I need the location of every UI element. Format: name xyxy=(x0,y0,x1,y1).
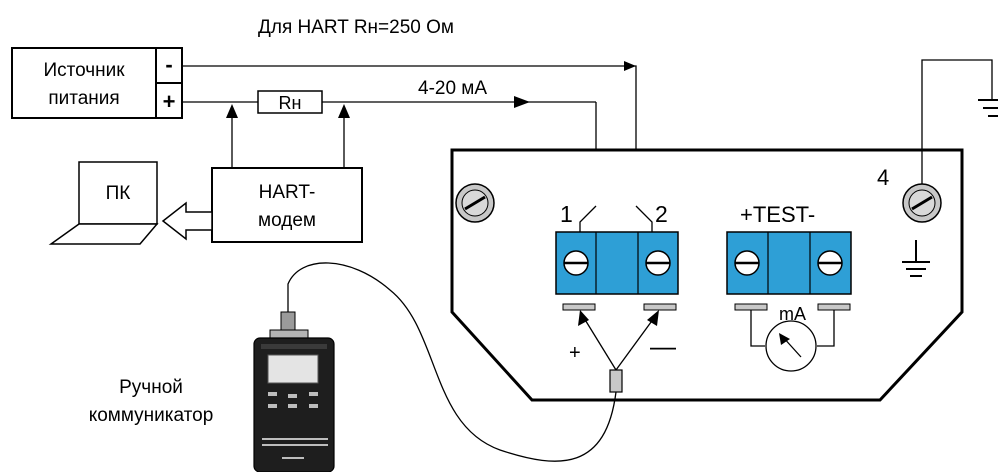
resistor-label: Rн xyxy=(279,93,302,113)
terminal-block-main xyxy=(555,231,679,295)
test-point-plus xyxy=(562,303,596,311)
housing-screw-ground xyxy=(902,183,942,223)
terminal-4-label: 4 xyxy=(877,165,889,190)
laptop-icon: ПК xyxy=(48,161,159,245)
modem-label-1: HART- xyxy=(259,182,316,203)
communicator-label-1: Ручной xyxy=(119,377,183,398)
housing-screw-left xyxy=(455,183,495,223)
ammeter xyxy=(750,310,835,372)
modem-to-pc-arrow xyxy=(161,201,213,241)
terminal-1-screw xyxy=(563,250,589,276)
probe-plus-label: + xyxy=(569,342,581,364)
external-ground xyxy=(921,59,998,184)
minus-sign: - xyxy=(165,52,172,77)
terminal-2-label: 2 xyxy=(655,201,668,227)
test-label: +TEST- xyxy=(740,202,815,227)
plus-terminal xyxy=(155,82,183,119)
plus-sign: + xyxy=(163,89,176,114)
probe-junction xyxy=(609,369,623,393)
ammeter-label: mA xyxy=(779,304,806,324)
communicator-cable xyxy=(287,262,617,462)
terminal-leads xyxy=(579,205,653,232)
test-plus-screw xyxy=(734,250,760,276)
hart-load-note: Для HART Rн=250 Ом xyxy=(258,17,454,38)
test-point-ammeter-plus xyxy=(734,303,768,311)
test-minus-screw xyxy=(817,250,843,276)
pc-label: ПК xyxy=(106,183,131,204)
test-point-ammeter-minus xyxy=(817,303,851,311)
current-label: 4-20 мА xyxy=(418,78,487,99)
communicator-probes xyxy=(578,310,659,371)
modem-leads xyxy=(226,104,350,168)
communicator-label-2: коммуникатор xyxy=(89,405,214,426)
probe-minus-label: — xyxy=(650,331,676,361)
ground-symbol xyxy=(902,240,930,277)
terminal-1-label: 1 xyxy=(560,201,573,227)
handheld-communicator-icon xyxy=(253,311,335,472)
hart-modem: HART- модем xyxy=(211,167,363,243)
power-supply: Источник питания - + xyxy=(11,47,183,119)
power-supply-label-1: Источник xyxy=(43,60,125,81)
load-resistor: Rн xyxy=(257,90,323,114)
terminal-2-screw xyxy=(645,250,671,276)
power-supply-label-2: питания xyxy=(48,88,119,109)
modem-label-2: модем xyxy=(258,210,316,231)
test-point-minus xyxy=(643,303,677,311)
terminal-block-test xyxy=(726,231,852,295)
